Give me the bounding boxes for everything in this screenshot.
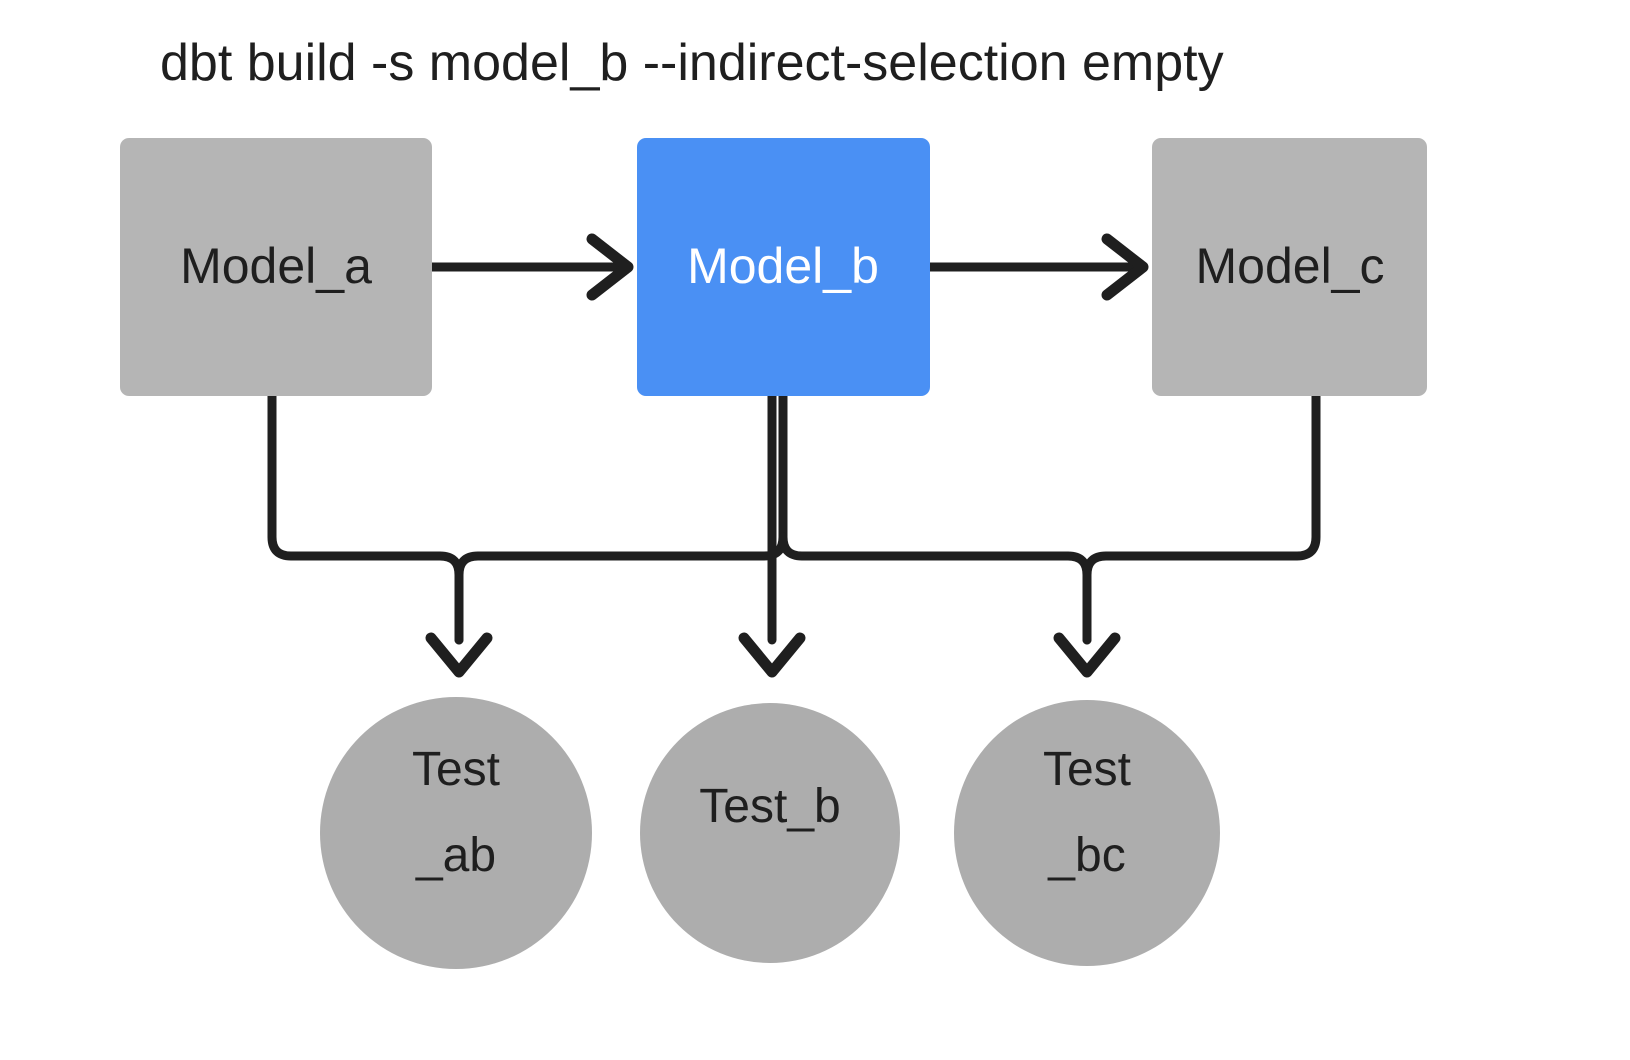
model-c-box[interactable]: [1152, 138, 1427, 396]
edge-model-a-to-model-b: [427, 233, 634, 301]
node-model-c[interactable]: Model_c: [1152, 138, 1427, 396]
test-bc-label-line-2: _bc: [1047, 829, 1125, 882]
model-a-label: Model_a: [180, 238, 372, 294]
test-bc-label-line-1: Test: [1043, 743, 1131, 796]
test-ab-label-line-2: _ab: [415, 829, 496, 882]
arrow-head-test-ab: [425, 632, 493, 678]
test-b-circle[interactable]: [640, 703, 900, 963]
edge-line-right: [778, 532, 1092, 645]
node-test-ab[interactable]: Test _ab: [320, 697, 592, 969]
diagram-title: dbt build -s model_b --indirect-selectio…: [160, 34, 1224, 92]
arrow-head-icon: [1053, 632, 1121, 678]
arrow-head-icon: [1101, 233, 1149, 301]
node-model-a[interactable]: Model_a: [120, 138, 432, 396]
node-model-b[interactable]: Model_b: [637, 138, 930, 396]
arrow-head-test-bc: [1053, 632, 1121, 678]
test-ab-label-line-1: Test: [412, 743, 500, 796]
node-test-bc[interactable]: Test _bc: [954, 700, 1220, 966]
model-a-box[interactable]: [120, 138, 432, 396]
arrow-head-icon: [425, 632, 493, 678]
edge-model-c-to-test-bc: [1082, 391, 1321, 645]
arrow-head-icon: [586, 233, 634, 301]
model-b-label: Model_b: [687, 238, 879, 294]
edge-model-b-bus: [454, 391, 1092, 645]
model-b-box[interactable]: [637, 138, 930, 396]
edge-model-b-to-model-c: [925, 233, 1149, 301]
edge-line-left: [454, 391, 788, 645]
arrow-head-test-b: [738, 632, 806, 678]
model-c-label: Model_c: [1196, 238, 1385, 294]
node-test-b[interactable]: Test_b: [640, 703, 900, 963]
test-b-label: Test_b: [699, 780, 840, 833]
edge-model-a-to-test-ab: [267, 391, 464, 645]
edge-line: [1082, 391, 1321, 645]
arrow-head-icon: [738, 632, 806, 678]
edge-line: [267, 391, 464, 645]
test-ab-circle[interactable]: [320, 697, 592, 969]
test-bc-circle[interactable]: [954, 700, 1220, 966]
